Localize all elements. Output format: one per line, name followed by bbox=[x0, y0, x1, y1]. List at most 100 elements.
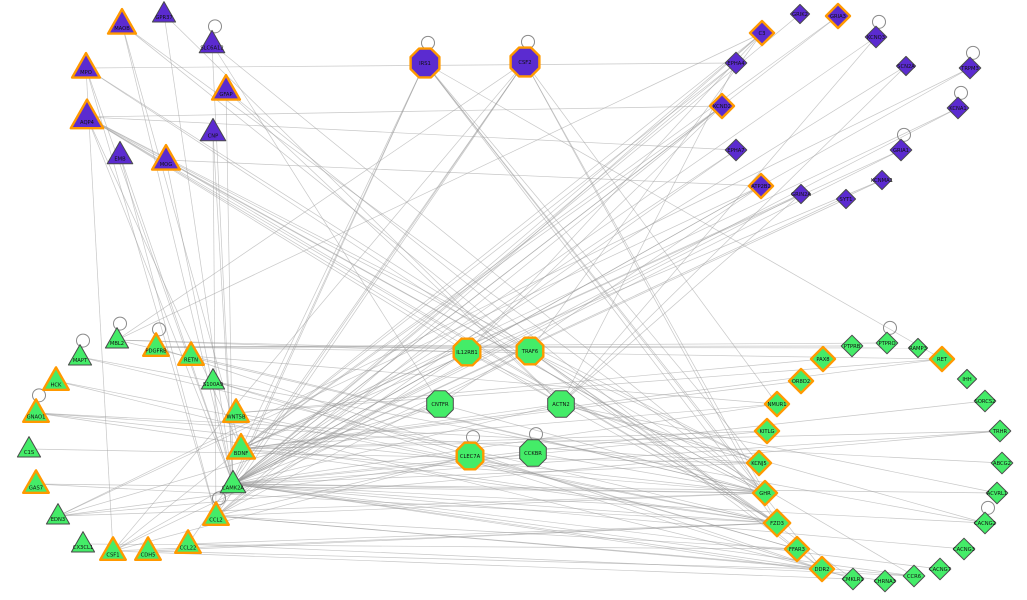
triangle-node-shape[interactable] bbox=[42, 366, 71, 391]
diamond-node-shape[interactable] bbox=[928, 345, 956, 373]
triangle-node-shape[interactable] bbox=[221, 398, 251, 423]
octagon-node-shape[interactable] bbox=[455, 441, 485, 471]
triangle-node-shape[interactable] bbox=[225, 432, 257, 460]
node-IRS1[interactable]: IRS1 bbox=[409, 47, 441, 79]
node-CNP[interactable]: CNP bbox=[199, 117, 227, 142]
octagon-node-shape[interactable] bbox=[409, 47, 441, 79]
node-CSF2[interactable]: CSF2 bbox=[509, 46, 541, 78]
diamond-node-shape[interactable] bbox=[875, 331, 899, 355]
triangle-node-shape[interactable] bbox=[199, 117, 227, 142]
node-PDGFRB[interactable]: PDGFRB bbox=[141, 332, 171, 357]
node-GRIN2A[interactable]: GRIN2A bbox=[790, 183, 812, 205]
diamond-node-shape[interactable] bbox=[907, 337, 929, 359]
triangle-node-shape[interactable] bbox=[69, 98, 105, 130]
diamond-node-shape[interactable] bbox=[808, 555, 836, 583]
triangle-node-shape[interactable] bbox=[176, 341, 206, 366]
octagon-node-shape[interactable] bbox=[426, 390, 454, 418]
node-ABCG2[interactable]: ABCG2 bbox=[990, 451, 1014, 475]
triangle-node-shape[interactable] bbox=[133, 536, 163, 561]
diamond-node-shape[interactable] bbox=[956, 368, 978, 390]
diamond-node-shape[interactable] bbox=[748, 19, 776, 47]
diamond-node-shape[interactable] bbox=[835, 188, 857, 210]
node-NMUR1[interactable]: NMUR1 bbox=[763, 390, 791, 418]
diamond-node-shape[interactable] bbox=[902, 564, 926, 588]
node-EPHA4[interactable]: EPHA4 bbox=[724, 51, 748, 75]
node-EMB[interactable]: EMB bbox=[106, 140, 134, 165]
node-TRAF6[interactable]: TRAF6 bbox=[515, 336, 545, 366]
triangle-node-shape[interactable] bbox=[16, 436, 42, 458]
diamond-node-shape[interactable] bbox=[763, 390, 791, 418]
triangle-node-shape[interactable] bbox=[201, 501, 231, 526]
triangle-node-shape[interactable] bbox=[67, 344, 93, 366]
diamond-node-shape[interactable] bbox=[824, 2, 852, 30]
diamond-node-shape[interactable] bbox=[753, 417, 781, 445]
diamond-node-shape[interactable] bbox=[873, 569, 897, 593]
octagon-node-shape[interactable] bbox=[547, 390, 575, 418]
node-GRIA3[interactable]: GRIA3 bbox=[824, 2, 852, 30]
node-SLC6A12[interactable]: SLC6A12 bbox=[198, 29, 226, 54]
node-GHR[interactable]: GHR bbox=[751, 479, 779, 507]
node-MBL2[interactable]: MBL2 bbox=[104, 327, 130, 349]
node-PTPRO[interactable]: PTPRO bbox=[875, 331, 899, 355]
node-CX3CL1[interactable]: CX3CL1 bbox=[70, 531, 96, 553]
node-KITLG[interactable]: KITLG bbox=[753, 417, 781, 445]
triangle-node-shape[interactable] bbox=[70, 51, 102, 79]
diamond-node-shape[interactable] bbox=[787, 367, 815, 395]
node-MPO[interactable]: MPO bbox=[70, 51, 102, 79]
diamond-node-shape[interactable] bbox=[988, 419, 1012, 443]
node-EPHA7[interactable]: EPHA7 bbox=[724, 138, 748, 162]
triangle-node-shape[interactable] bbox=[106, 7, 138, 35]
diamond-node-shape[interactable] bbox=[990, 451, 1014, 475]
node-FFAR3[interactable]: FFAR3 bbox=[783, 535, 811, 563]
diamond-node-shape[interactable] bbox=[790, 183, 812, 205]
diamond-node-shape[interactable] bbox=[952, 537, 976, 561]
diamond-node-shape[interactable] bbox=[946, 96, 970, 120]
diamond-node-shape[interactable] bbox=[958, 56, 982, 80]
node-GNAO1[interactable]: GNAO1 bbox=[22, 398, 50, 423]
node-MAPT[interactable]: MAPT bbox=[67, 344, 93, 366]
node-TRPM3[interactable]: TRPM3 bbox=[958, 56, 982, 80]
triangle-node-shape[interactable] bbox=[22, 398, 50, 423]
diamond-node-shape[interactable] bbox=[724, 51, 748, 75]
node-CCR6[interactable]: CCR6 bbox=[902, 564, 926, 588]
node-CDH5[interactable]: CDH5 bbox=[133, 536, 163, 561]
diamond-node-shape[interactable] bbox=[745, 449, 773, 477]
octagon-node-shape[interactable] bbox=[515, 336, 545, 366]
diamond-node-shape[interactable] bbox=[841, 567, 865, 591]
diamond-node-shape[interactable] bbox=[751, 479, 779, 507]
triangle-node-shape[interactable] bbox=[219, 469, 247, 494]
triangle-node-shape[interactable] bbox=[104, 327, 130, 349]
node-HCK[interactable]: HCK bbox=[42, 366, 71, 391]
triangle-node-shape[interactable] bbox=[45, 503, 71, 525]
triangle-node-shape[interactable] bbox=[22, 469, 50, 494]
diamond-node-shape[interactable] bbox=[747, 172, 775, 200]
node-ACTN2[interactable]: ACTN2 bbox=[547, 390, 575, 418]
node-MOG[interactable]: MOG bbox=[150, 143, 182, 171]
triangle-node-shape[interactable] bbox=[150, 143, 182, 171]
diamond-node-shape[interactable] bbox=[708, 92, 736, 120]
node-CCKBR[interactable]: CCKBR bbox=[519, 439, 547, 467]
node-KCNJ5[interactable]: KCNJ5 bbox=[745, 449, 773, 477]
node-ATP2B2[interactable]: ATP2B2 bbox=[747, 172, 775, 200]
node-C1S[interactable]: C1S bbox=[16, 436, 42, 458]
node-KCNQ3[interactable]: KCNQ3 bbox=[864, 25, 888, 49]
node-CACNG3[interactable]: CACNG3 bbox=[952, 537, 976, 561]
node-GRIK2[interactable]: GRIK2 bbox=[789, 3, 811, 25]
node-MAOB[interactable]: MAOB bbox=[106, 7, 138, 35]
node-TRHR[interactable]: TRHR bbox=[988, 419, 1012, 443]
triangle-node-shape[interactable] bbox=[200, 368, 226, 390]
node-CLEC7A[interactable]: CLEC7A bbox=[455, 441, 485, 471]
triangle-node-shape[interactable] bbox=[198, 29, 226, 54]
triangle-node-shape[interactable] bbox=[98, 536, 128, 561]
node-CACNG2[interactable]: CACNG2 bbox=[973, 511, 997, 535]
triangle-node-shape[interactable] bbox=[151, 1, 177, 23]
octagon-node-shape[interactable] bbox=[452, 337, 482, 367]
diamond-node-shape[interactable] bbox=[895, 55, 917, 77]
triangle-node-shape[interactable] bbox=[173, 529, 203, 554]
diamond-node-shape[interactable] bbox=[789, 3, 811, 25]
node-GRIA1[interactable]: GRIA1 bbox=[889, 138, 913, 162]
diamond-node-shape[interactable] bbox=[783, 535, 811, 563]
node-GAS7[interactable]: GAS7 bbox=[22, 469, 50, 494]
node-KCNMA1[interactable]: KCNMA1 bbox=[871, 169, 893, 191]
node-CACNG7[interactable]: CACNG7 bbox=[928, 557, 952, 581]
